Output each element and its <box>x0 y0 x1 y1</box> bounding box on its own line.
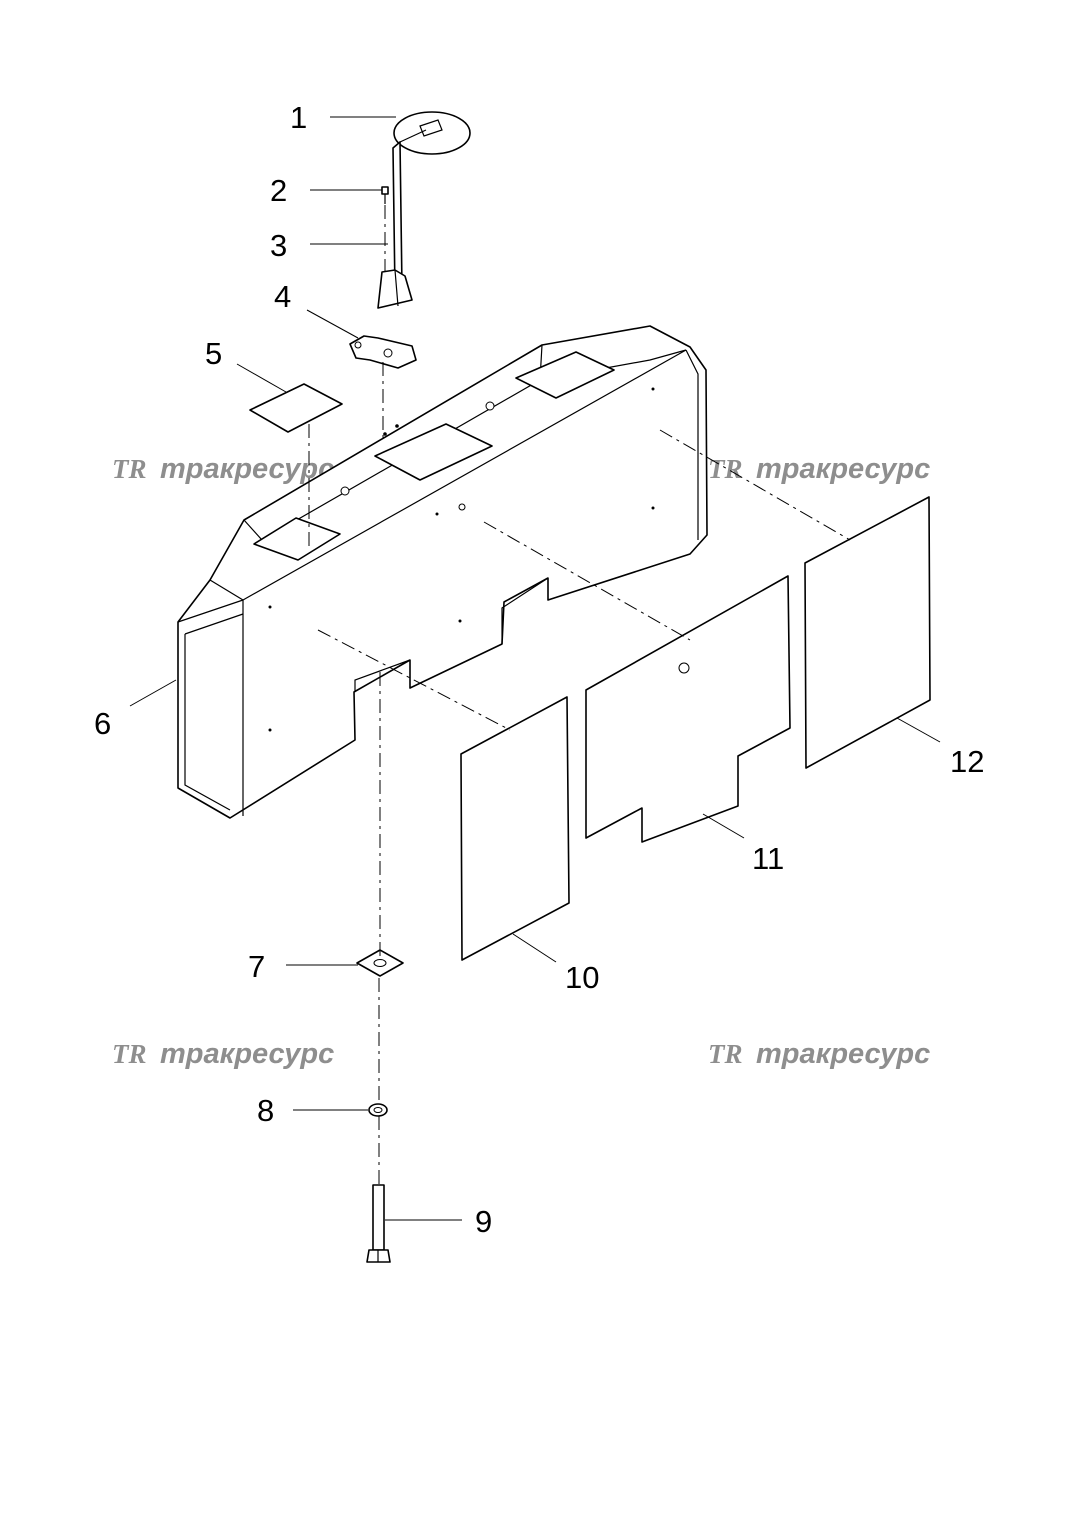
part-9-bolt <box>366 1184 391 1263</box>
watermark-logo: TR <box>112 454 147 484</box>
callout-2: 2 <box>270 173 287 208</box>
callout-10: 10 <box>565 960 599 995</box>
callout-12: 12 <box>950 744 984 779</box>
watermark-logo: TR <box>708 454 743 484</box>
leader-lines <box>129 116 941 1221</box>
callout-7: 7 <box>248 949 265 984</box>
callout-8: 8 <box>257 1093 274 1128</box>
part-10-left-plate <box>460 696 570 961</box>
part-7-square-washer <box>356 949 404 977</box>
callout-6: 6 <box>94 706 111 741</box>
part-4-mount-bracket <box>349 335 417 369</box>
part-11-middle-plate <box>585 575 791 843</box>
watermark-logo: TR <box>708 1039 743 1069</box>
callout-9: 9 <box>475 1204 492 1239</box>
part-6-counterweight-body <box>177 325 708 819</box>
callout-5: 5 <box>205 336 222 371</box>
watermark-bottom-left: TR тракресурс <box>112 1038 334 1070</box>
part-2-screw <box>381 186 389 204</box>
part-5-small-plate <box>249 383 343 433</box>
watermark-text: тракресурс <box>160 453 334 485</box>
part-3-bracket-foot <box>377 269 413 309</box>
callout-3: 3 <box>270 228 287 263</box>
callout-11: 11 <box>752 841 784 876</box>
part-1-disc-on-rod <box>392 111 471 293</box>
watermark-top-left: TR тракресурс <box>112 453 334 485</box>
part-12-right-plate <box>804 496 931 769</box>
part-8-washer <box>368 1103 388 1117</box>
watermark-bottom-right: TR тракресурс <box>708 1038 930 1070</box>
watermark-text: тракресурс <box>160 1038 334 1070</box>
watermark-logo: TR <box>112 1039 147 1069</box>
watermark-top-right: TR тракресурс <box>708 453 930 485</box>
watermark-text: тракресурс <box>756 453 930 485</box>
watermark-text: тракресурс <box>756 1038 930 1070</box>
callout-labels: 1 2 3 4 5 6 7 8 9 10 11 12 <box>94 100 984 1239</box>
callout-1: 1 <box>290 100 307 135</box>
callout-4: 4 <box>274 279 291 314</box>
assembly-center-lines <box>308 205 851 1185</box>
